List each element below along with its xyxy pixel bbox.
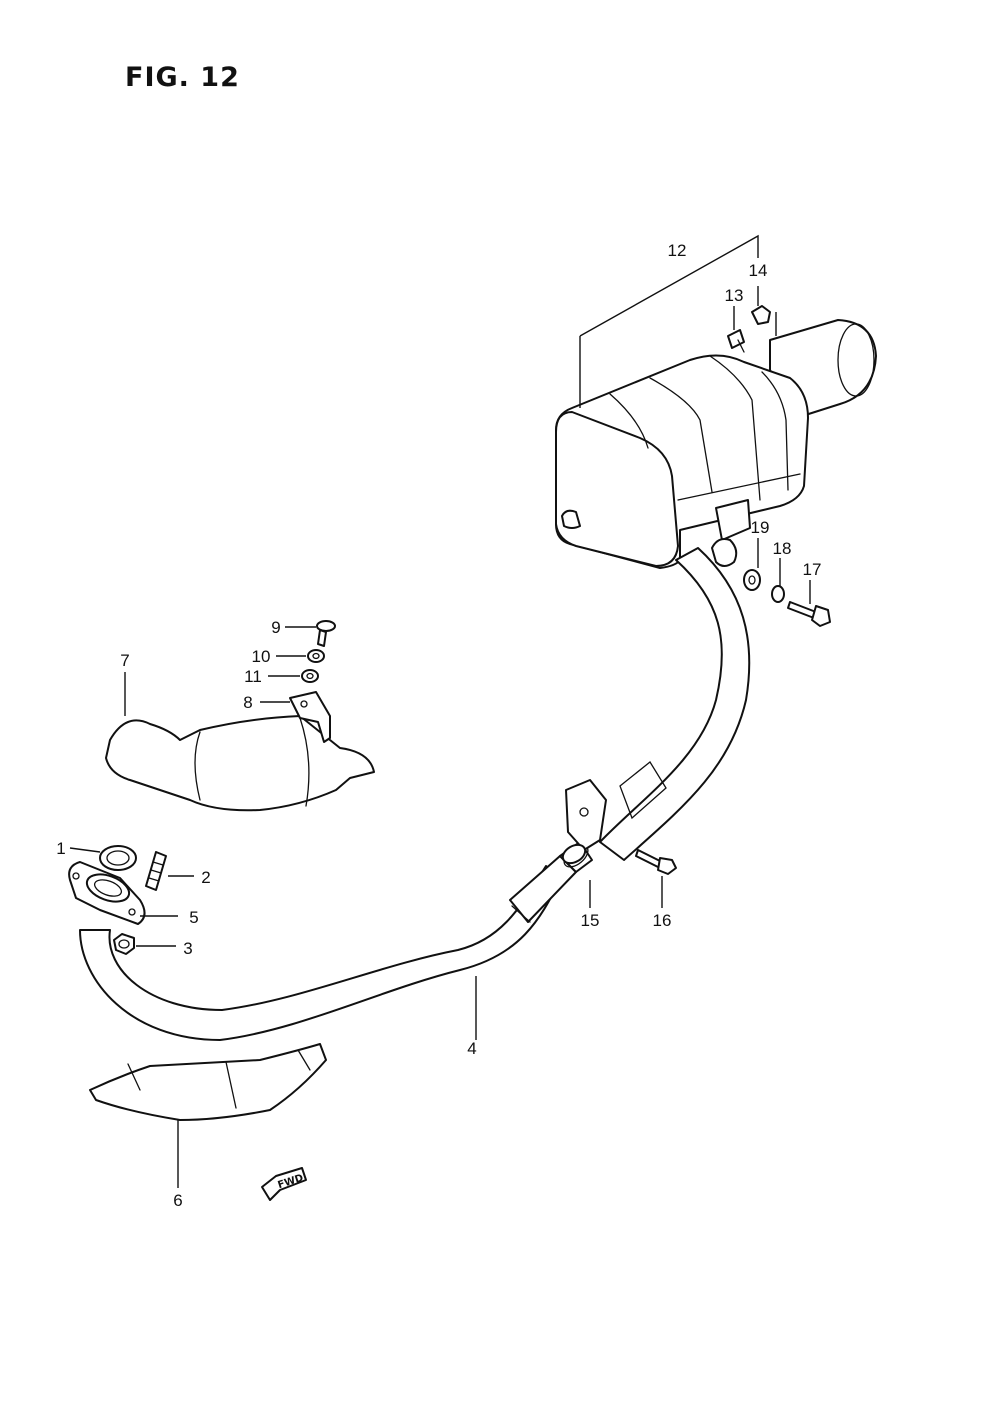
lower-heat-shield: [89, 1043, 327, 1121]
callout-18: 18: [773, 539, 792, 558]
washer-11: [301, 669, 319, 683]
callout-6: 6: [173, 1191, 182, 1210]
callout-15: 15: [581, 911, 600, 930]
exhaust-pipe: [79, 547, 751, 1041]
washer-10: [307, 649, 325, 663]
callout-13: 13: [725, 286, 744, 305]
callout-4: 4: [467, 1039, 476, 1058]
callout-11: 11: [244, 667, 262, 686]
muffler: [555, 319, 877, 569]
clamp: [289, 691, 331, 743]
callouts: 1 2 3 4 5 6 7 8 9 10 11 12 13 14 15 16 1…: [56, 241, 821, 1210]
callout-14: 14: [749, 261, 768, 280]
fwd-arrow: FWD: [261, 1167, 307, 1201]
callout-5: 5: [189, 908, 198, 927]
callout-17: 17: [803, 560, 822, 579]
washer-19: [743, 569, 761, 591]
callout-8: 8: [243, 693, 252, 712]
callout-1: 1: [56, 839, 65, 858]
upper-heat-shield: [105, 715, 375, 812]
callout-2: 2: [201, 868, 210, 887]
washer-18: [771, 585, 785, 603]
callout-7: 7: [120, 651, 129, 670]
joint-clamp: [565, 779, 607, 851]
screw: [316, 620, 336, 647]
bolt-17: [787, 601, 831, 627]
leader-lines: [69, 234, 811, 1188]
bolt-13: [727, 329, 745, 353]
callout-10: 10: [252, 647, 271, 666]
gasket-15: [561, 843, 587, 865]
gasket: [99, 845, 137, 871]
nut: [113, 933, 135, 955]
stud: [145, 851, 167, 891]
callout-12: 12: [668, 241, 687, 260]
callout-19: 19: [751, 518, 770, 537]
callout-9: 9: [271, 618, 280, 637]
callout-16: 16: [653, 911, 672, 930]
callout-3: 3: [183, 939, 192, 958]
bolt-16: [635, 849, 677, 875]
nut-14: [751, 305, 771, 325]
figure-title: FIG. 12: [125, 62, 240, 93]
flange: [68, 861, 146, 925]
